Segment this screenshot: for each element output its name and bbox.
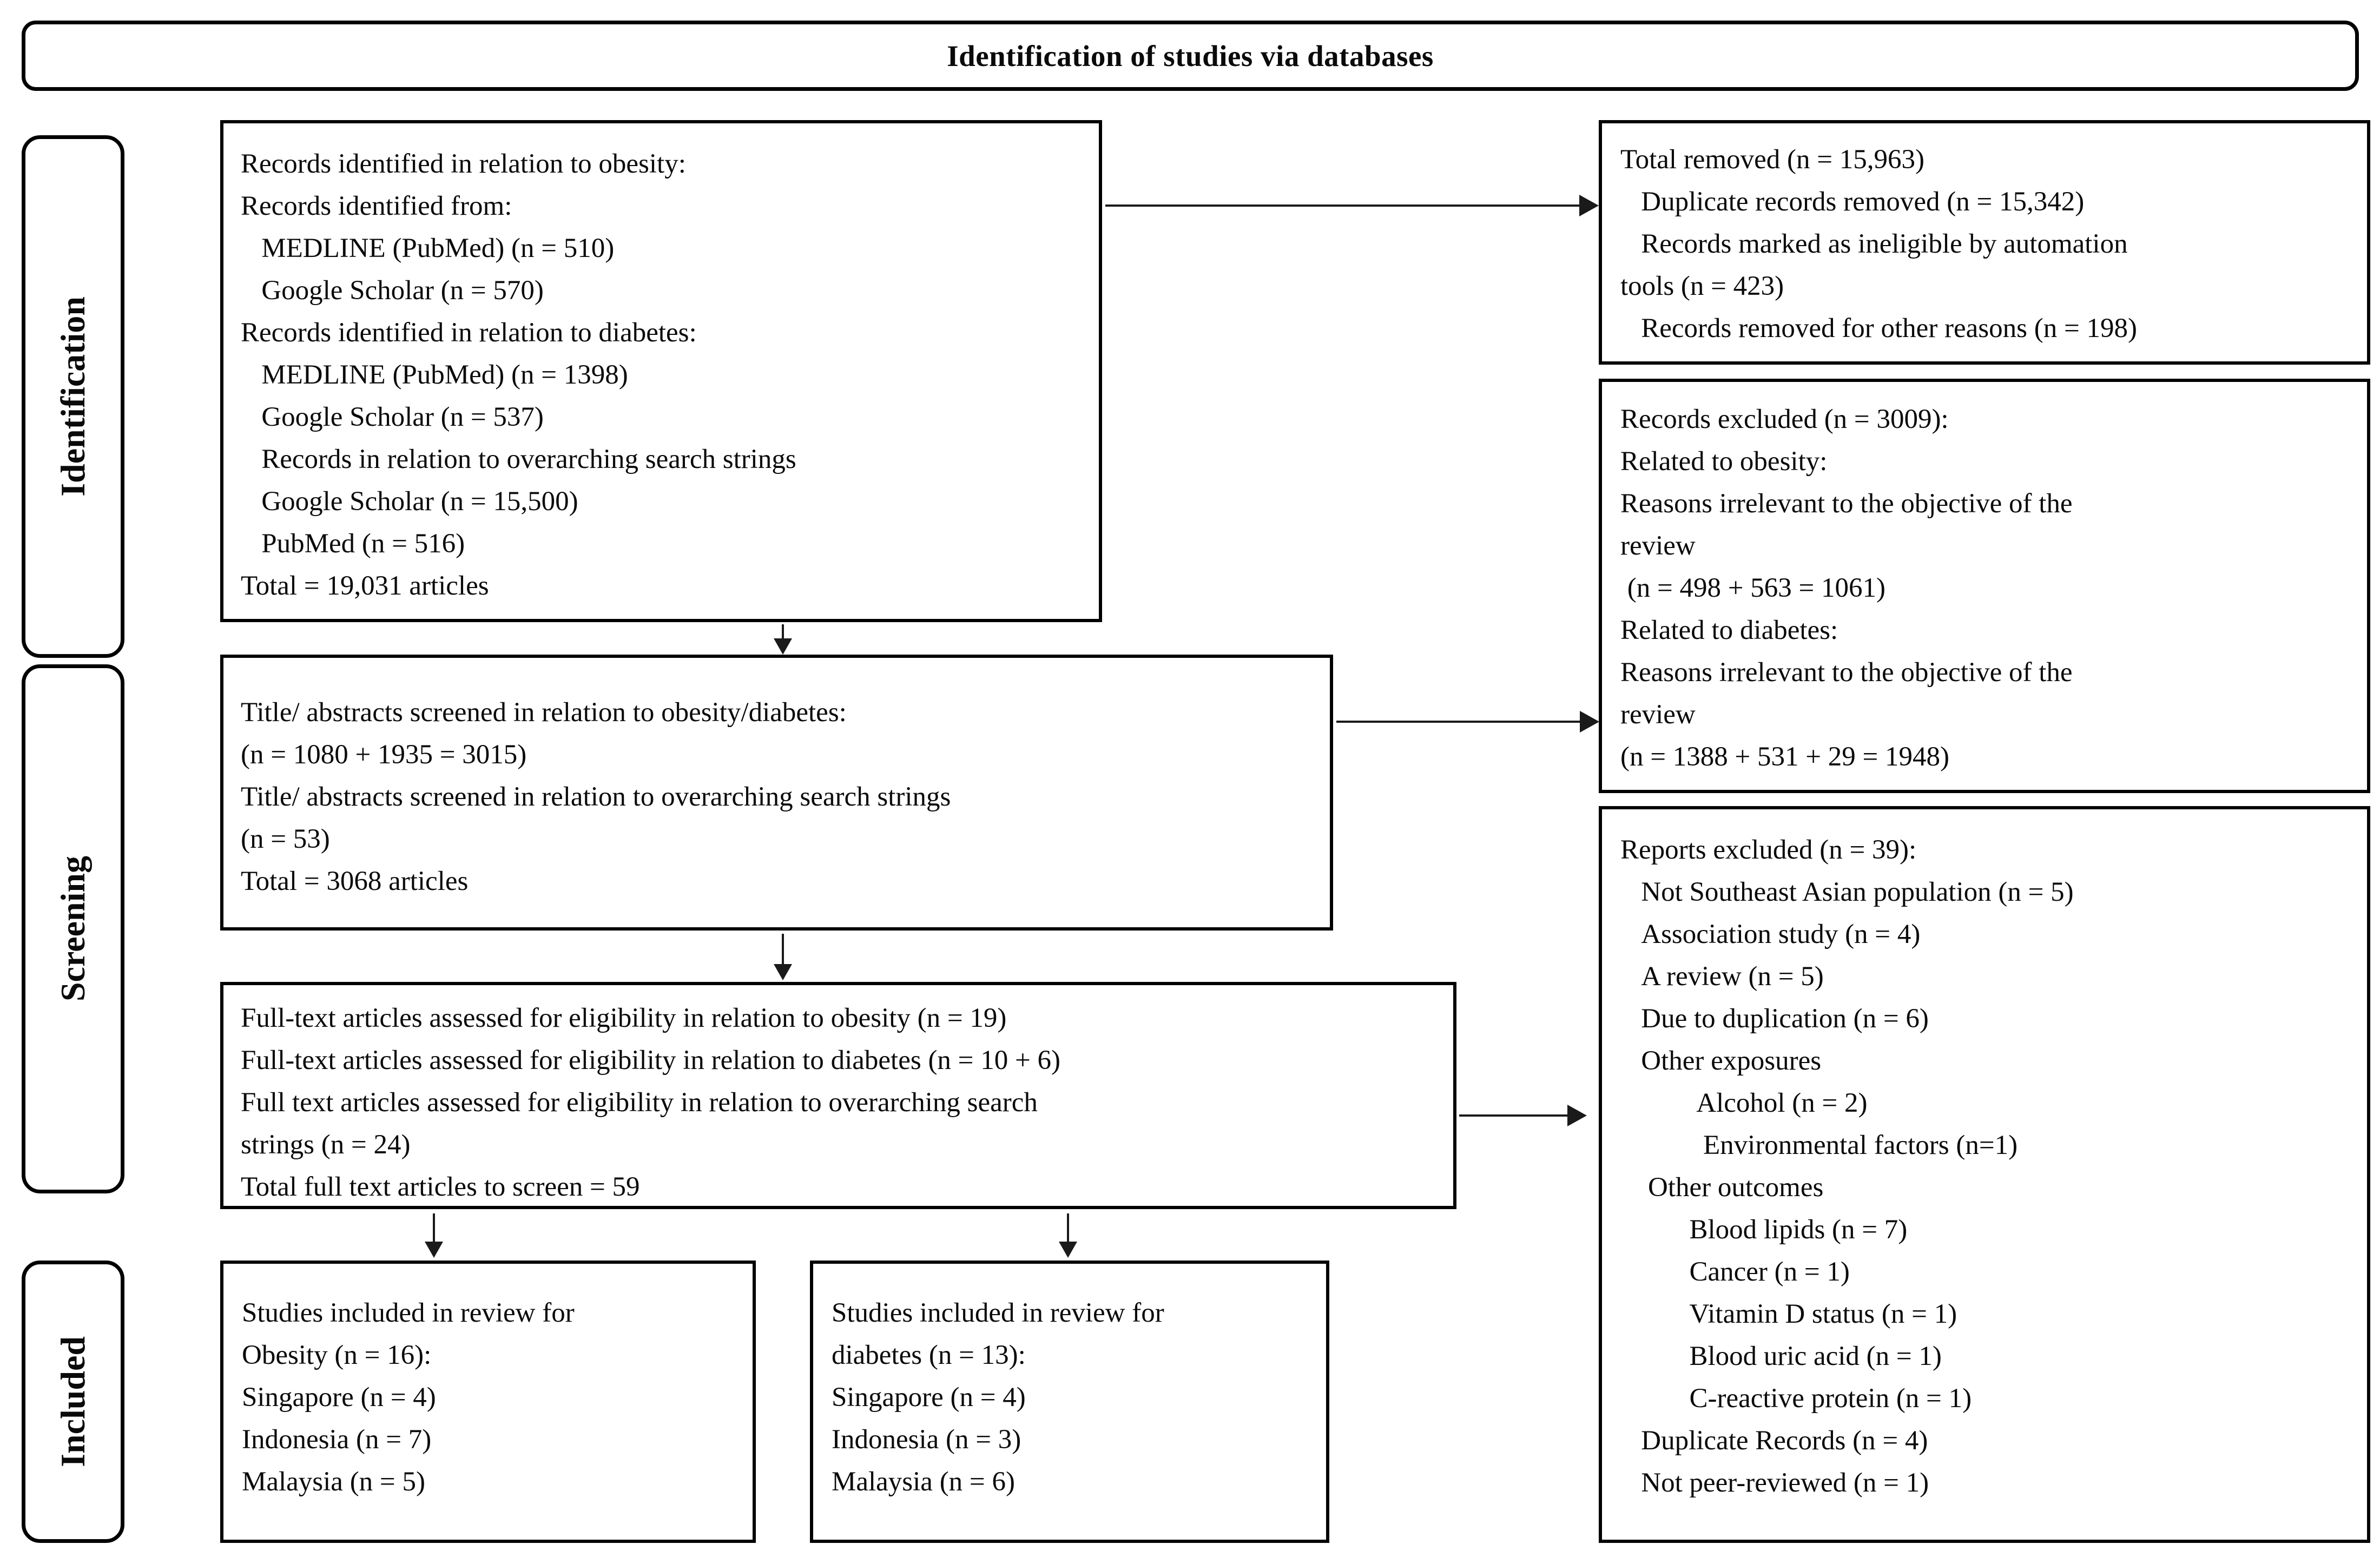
box-reports-excluded: Reports excluded (n = 39): Not Southeast… <box>1599 806 2370 1543</box>
text-line: Reasons irrelevant to the objective of t… <box>1620 657 2073 688</box>
text-line: strings (n = 24) <box>241 1130 411 1160</box>
text-line: Reports excluded (n = 39): <box>1620 835 1917 865</box>
text-line: Google Scholar (n = 15,500) <box>241 486 578 517</box>
title-banner: Identification of studies via databases <box>22 21 2359 91</box>
text-line: Records identified from: <box>241 191 512 221</box>
text-line: Malaysia (n = 5) <box>242 1467 425 1497</box>
stage-included-label: Included <box>54 1336 92 1467</box>
box-records-identified: Records identified in relation to obesit… <box>220 120 1102 622</box>
arrow-fulltext-to-included-obesity-icon <box>433 1213 435 1242</box>
text-line: Other exposures <box>1620 1046 1822 1076</box>
box-records-excluded: Records excluded (n = 3009): Related to o… <box>1599 379 2370 793</box>
text-line: Total full text articles to screen = 59 <box>241 1172 640 1202</box>
arrow-identified-to-removed-icon <box>1105 204 1579 207</box>
text-line: Duplicate Records (n = 4) <box>1620 1426 1928 1456</box>
text-line: Related to obesity: <box>1620 446 1828 477</box>
text-line: Duplicate records removed (n = 15,342) <box>1620 187 2085 217</box>
stage-included: Included <box>22 1261 124 1543</box>
text-line: Association study (n = 4) <box>1620 919 1921 949</box>
text-line: Cancer (n = 1) <box>1620 1257 1850 1287</box>
text-line: A review (n = 5) <box>1620 961 1824 992</box>
text-line: tools (n = 423) <box>1620 271 1784 301</box>
text-line: Title/ abstracts screened in relation to… <box>241 697 847 728</box>
page-title: Identification of studies via databases <box>947 39 1434 72</box>
text-line: Reasons irrelevant to the objective of t… <box>1620 489 2073 519</box>
arrow-screened-to-fulltext-icon <box>782 934 784 964</box>
text-line: Not peer-reviewed (n = 1) <box>1620 1468 1929 1498</box>
text-line: Total = 3068 articles <box>241 866 469 896</box>
stage-identification: Identification <box>22 135 124 658</box>
text-line: Records removed for other reasons (n = 1… <box>1620 313 2137 344</box>
text-line: Other outcomes <box>1620 1172 1824 1203</box>
text-line: Obesity (n = 16): <box>242 1340 432 1370</box>
text-line: Records in relation to overarching searc… <box>241 444 796 474</box>
text-line: Records identified in relation to obesit… <box>241 149 686 179</box>
arrow-fulltext-to-reports-excluded-icon <box>1459 1114 1567 1117</box>
arrow-identified-to-screened-icon <box>782 624 784 638</box>
text-line: Google Scholar (n = 570) <box>241 275 544 306</box>
text-line: Blood lipids (n = 7) <box>1620 1215 1908 1245</box>
box-full-text-assessed: Full-text articles assessed for eligibil… <box>220 982 1456 1209</box>
text-line: Not Southeast Asian population (n = 5) <box>1620 877 2074 907</box>
text-line: Indonesia (n = 3) <box>832 1424 1021 1455</box>
text-line: Studies included in review for <box>832 1298 1164 1328</box>
text-line: MEDLINE (PubMed) (n = 1398) <box>241 360 628 390</box>
text-line: (n = 498 + 563 = 1061) <box>1620 573 1886 603</box>
text-line: Records marked as ineligible by automati… <box>1620 229 2128 259</box>
stage-screening-label: Screening <box>54 856 92 1002</box>
text-line: Related to diabetes: <box>1620 615 1838 645</box>
text-line: Google Scholar (n = 537) <box>241 402 544 432</box>
text-line: Due to duplication (n = 6) <box>1620 1004 1929 1034</box>
text-line: C-reactive protein (n = 1) <box>1620 1383 1972 1414</box>
stage-identification-label: Identification <box>54 296 92 497</box>
text-line: Indonesia (n = 7) <box>242 1424 432 1455</box>
text-line: Singapore (n = 4) <box>832 1382 1026 1413</box>
text-line: (n = 1080 + 1935 = 3015) <box>241 740 527 770</box>
text-line: diabetes (n = 13): <box>832 1340 1026 1370</box>
text-line: Studies included in review for <box>242 1298 575 1328</box>
text-line: (n = 1388 + 531 + 29 = 1948) <box>1620 742 1950 772</box>
text-line: Blood uric acid (n = 1) <box>1620 1341 1942 1371</box>
text-line: review <box>1620 700 1696 730</box>
text-line: MEDLINE (PubMed) (n = 510) <box>241 233 615 263</box>
text-line: Alcohol (n = 2) <box>1620 1088 1868 1118</box>
text-line: Full-text articles assessed for eligibil… <box>241 1045 1060 1075</box>
text-line: (n = 53) <box>241 824 330 854</box>
text-line: PubMed (n = 516) <box>241 529 465 559</box>
text-line: Full-text articles assessed for eligibil… <box>241 1003 1007 1033</box>
text-line: Total = 19,031 articles <box>241 571 489 601</box>
box-included-diabetes: Studies included in review for diabetes (… <box>810 1261 1329 1543</box>
arrow-screened-to-excluded-icon <box>1336 721 1580 723</box>
box-total-removed: Total removed (n = 15,963) Duplicate rec… <box>1599 120 2370 365</box>
text-line: Environmental factors (n=1) <box>1620 1130 2018 1160</box>
text-line: Title/ abstracts screened in relation to… <box>241 782 951 812</box>
text-line: Malaysia (n = 6) <box>832 1467 1015 1497</box>
stage-screening: Screening <box>22 664 124 1193</box>
text-line: Records identified in relation to diabet… <box>241 318 697 348</box>
text-line: Full text articles assessed for eligibil… <box>241 1087 1038 1118</box>
arrow-fulltext-to-included-diabetes-icon <box>1067 1213 1069 1242</box>
text-line: Vitamin D status (n = 1) <box>1620 1299 1957 1329</box>
box-title-abstracts-screened: Title/ abstracts screened in relation to… <box>220 655 1333 931</box>
text-line: Records excluded (n = 3009): <box>1620 404 1949 434</box>
text-line: Total removed (n = 15,963) <box>1620 144 1924 175</box>
text-line: review <box>1620 531 1696 561</box>
text-line: Singapore (n = 4) <box>242 1382 436 1413</box>
